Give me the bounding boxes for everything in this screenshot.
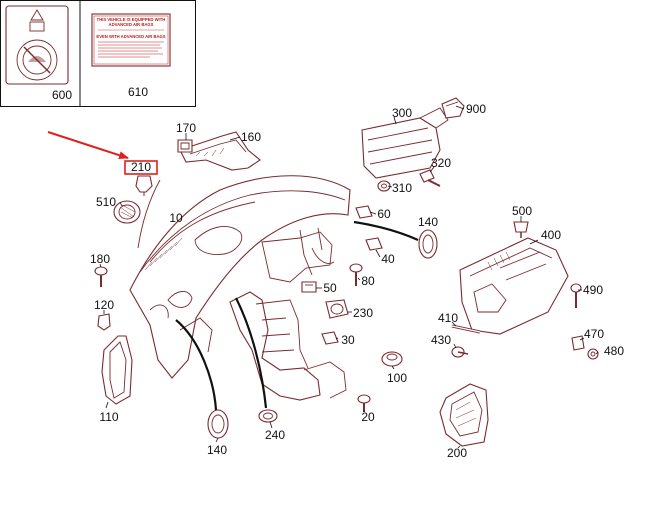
clip-40: [365, 237, 383, 251]
part-label-300: 300: [392, 106, 412, 120]
part-label-110: 110: [99, 410, 118, 424]
switch-230: [325, 299, 349, 319]
part-label-480: 480: [604, 344, 624, 358]
part-label-500: 500: [512, 204, 532, 218]
warning-sticker-600: [5, 5, 69, 85]
part-label-60: 60: [377, 207, 391, 221]
clip-120: [97, 313, 111, 331]
part-label-600: 600: [52, 88, 72, 102]
airbag-label-line-3: EVEN WITH ADVANCED AIR BAGS: [96, 34, 165, 39]
part-210-clip[interactable]: 210: [124, 160, 158, 196]
part-label-50: 50: [323, 281, 337, 295]
clip-30: [321, 331, 339, 345]
airbag-label-610: THIS VEHICLE IS EQUIPPED WITH ADVANCED A…: [91, 13, 171, 67]
lower-duct-200: [439, 383, 489, 447]
part-label-230: 230: [353, 306, 373, 320]
bolt-80: [349, 263, 363, 286]
highlight-arrow: [47, 131, 129, 160]
part-label-490: 490: [583, 283, 603, 297]
part-label-120: 120: [94, 298, 114, 312]
clip-50: [301, 281, 317, 293]
leader-lines: [99, 105, 599, 449]
part-label-200: 200: [447, 446, 467, 460]
clip-500: [513, 221, 529, 238]
part-label-320: 320: [431, 156, 451, 170]
vent-510: [113, 200, 141, 224]
part-label-210: 210: [131, 160, 151, 174]
washer-480: [587, 348, 599, 360]
part-label-310: 310: [392, 181, 412, 195]
part-label-20: 20: [361, 410, 375, 424]
part-label-140-right: 140: [418, 215, 438, 229]
clip-60: [355, 205, 373, 219]
bracket-170: [177, 139, 193, 153]
part-label-510: 510: [96, 195, 116, 209]
part-label-470: 470: [584, 327, 604, 341]
airbag-label-line-1: THIS VEHICLE IS EQUIPPED WITH: [97, 17, 166, 22]
pin-430: [451, 346, 469, 358]
part-label-10: 10: [169, 211, 183, 225]
side-panel-110: [101, 335, 133, 405]
top-cover-160: [179, 131, 261, 171]
part-label-30: 30: [341, 333, 355, 347]
damper-rod-410: [451, 324, 481, 334]
glovebox-400: [459, 237, 569, 335]
part-label-160: 160: [241, 130, 261, 144]
part-label-140-lower: 140: [207, 443, 227, 457]
part-label-900: 900: [466, 102, 486, 116]
part-label-180: 180: [90, 252, 110, 266]
part-label-430: 430: [431, 333, 451, 347]
part-label-610: 610: [128, 85, 148, 99]
grommet-140-lower: [207, 409, 229, 439]
connector-900: [441, 97, 465, 119]
cable-leaders: [175, 220, 419, 411]
part-label-400: 400: [541, 228, 561, 242]
airbag-module-300: [361, 107, 449, 179]
screw-180: [94, 266, 108, 287]
plug-470: [571, 335, 585, 351]
nut-310: [377, 180, 391, 192]
airbag-label-line-2: ADVANCED AIR BAGS: [109, 22, 154, 27]
cap-100: [381, 351, 403, 367]
part-label-80: 80: [361, 274, 375, 288]
grommet-140-right: [418, 229, 438, 259]
part-label-40: 40: [381, 252, 395, 266]
ring-240: [258, 409, 278, 423]
bolt-320: [419, 169, 441, 187]
part-label-170: 170: [176, 121, 196, 135]
part-labels: 600 610 170 160 300 900 320 310 510 10 6…: [52, 85, 624, 460]
part-label-100: 100: [387, 371, 407, 385]
part-label-410: 410: [438, 311, 458, 325]
part-label-240: 240: [265, 428, 285, 442]
screw-490: [570, 283, 582, 308]
